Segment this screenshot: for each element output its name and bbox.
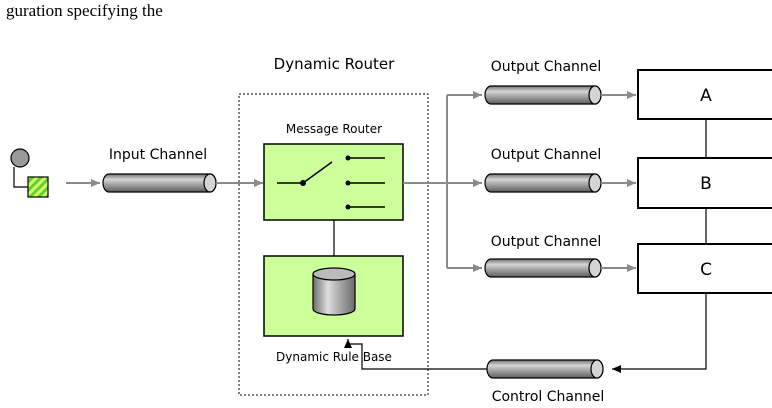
input-channel-pipe xyxy=(102,173,217,193)
caption-text: guration specifying the xyxy=(6,1,163,20)
message-router-box xyxy=(263,143,404,221)
receiver-c-label: C xyxy=(700,260,712,280)
message-router-label: Message Router xyxy=(286,122,382,136)
control-channel-label: Control Channel xyxy=(492,389,605,405)
output-channel-label-2: Output Channel xyxy=(491,147,602,163)
output-channel-label-1: Output Channel xyxy=(491,59,602,75)
output-channel-pipe-2 xyxy=(484,173,602,193)
receiver-to-control-line xyxy=(612,293,707,373)
receiver-b-box xyxy=(637,157,772,209)
receiver-b-label: B xyxy=(700,174,712,194)
output-channel-pipe-1 xyxy=(484,85,602,105)
receiver-a-box xyxy=(637,69,772,120)
output-channel-label-3: Output Channel xyxy=(491,234,602,250)
control-channel-pipe xyxy=(486,359,604,379)
receiver-c-box xyxy=(637,243,772,294)
dynamic-router-boundary xyxy=(238,93,429,396)
output-channel-pipe-3 xyxy=(484,258,602,278)
input-channel-label: Input Channel xyxy=(109,147,207,163)
database-icon xyxy=(312,267,356,316)
switch-icon xyxy=(277,155,385,210)
router-output-arrows xyxy=(403,91,482,272)
control-to-rulebase-line xyxy=(344,339,487,370)
sender-icon xyxy=(10,148,49,198)
rule-base-label: Dynamic Rule Base xyxy=(276,350,392,364)
receiver-a-label: A xyxy=(700,86,712,106)
dynamic-router-title: Dynamic Router xyxy=(274,55,395,73)
